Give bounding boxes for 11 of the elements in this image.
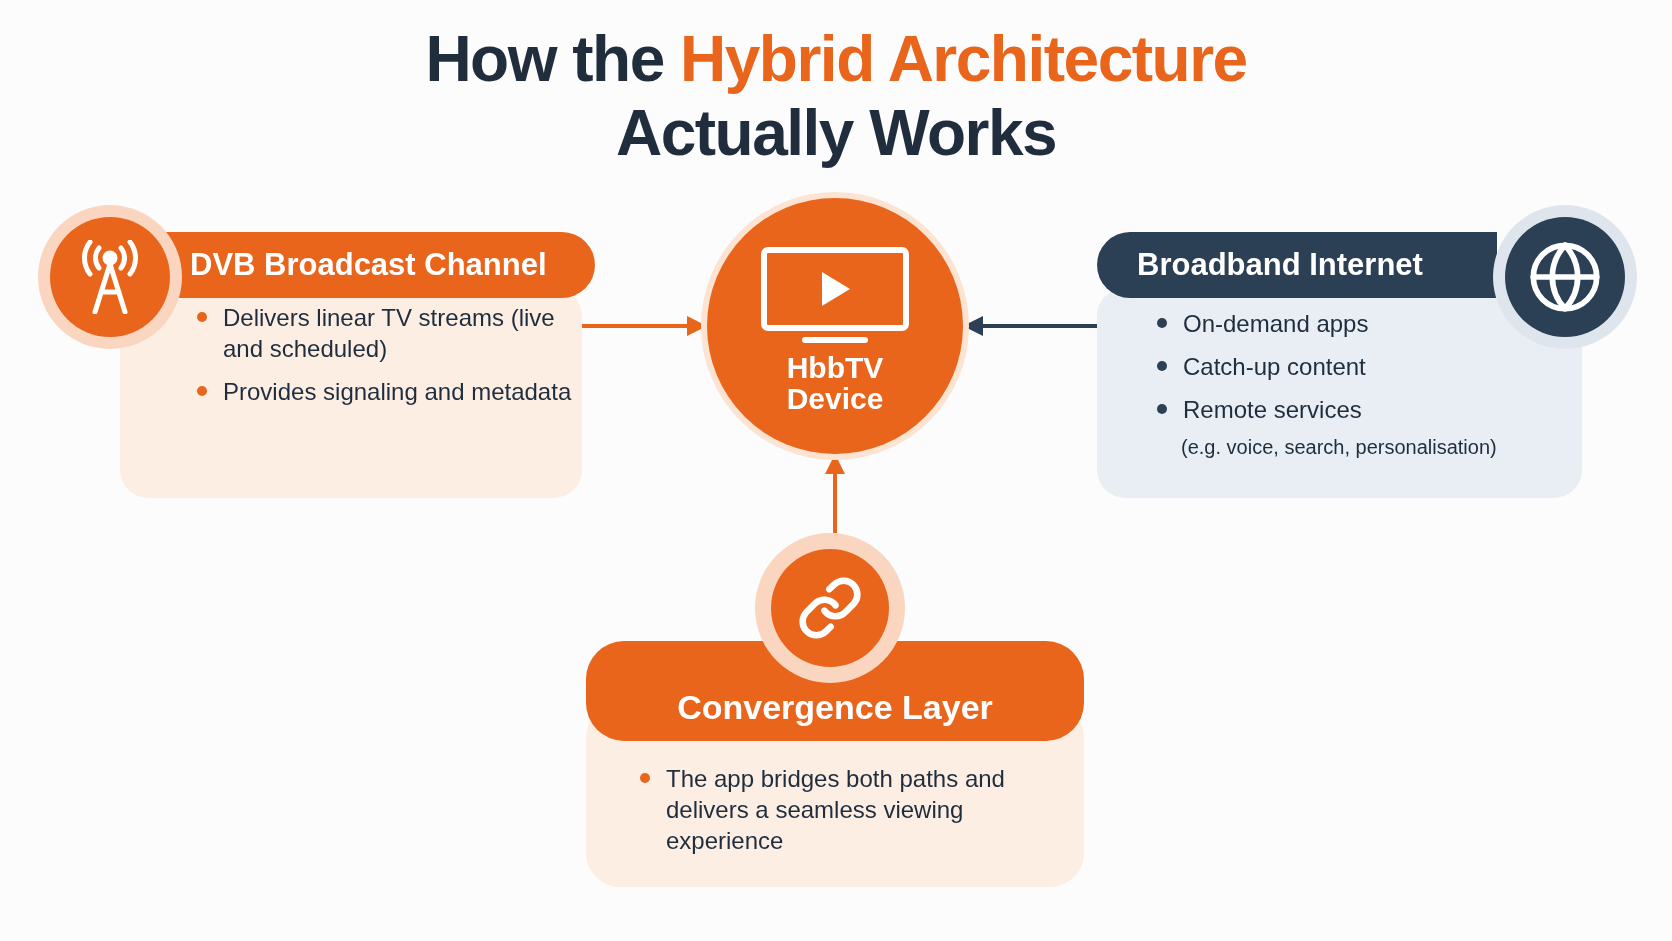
bullet-text: Remote services: [1183, 395, 1362, 425]
bullet-text: The app bridges both paths and delivers a seamless viewing experience: [666, 764, 1006, 856]
card-header: Convergence Layer: [586, 641, 1084, 741]
note-text: (e.g. voice, search, personalisation): [1181, 435, 1497, 460]
bullet-text: Provides signaling and metadata: [223, 377, 572, 407]
bullet-text: Delivers linear TV streams (live and scheduled): [223, 303, 556, 364]
title: How the Hybrid Architecture Actually Works: [424, 22, 1248, 170]
bullet-text: On-demand apps: [1183, 309, 1369, 339]
bullet-text: Catch-up content: [1183, 352, 1366, 382]
card-header: Broadband Internet: [1097, 232, 1497, 298]
node-label: HbbTV Device: [785, 352, 885, 414]
